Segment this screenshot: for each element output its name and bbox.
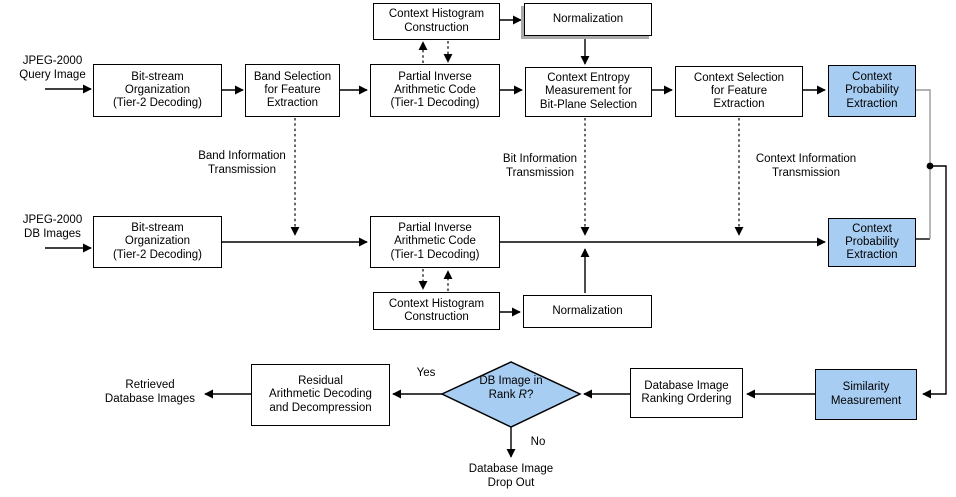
- node-partial-inverse-db: Partial Inverse Arithmetic Code (Tier-1 …: [370, 216, 500, 268]
- retrieved-images-label: Retrieved Database Images: [104, 379, 196, 405]
- node-context-probability-db: Context Probability Extraction: [828, 218, 916, 267]
- junction-dot: [926, 162, 934, 170]
- decision-diamond: [440, 361, 582, 428]
- node-similarity-measurement: Similarity Measurement: [815, 369, 917, 420]
- node-normalization-bottom: Normalization: [523, 295, 652, 328]
- query-image-label: JPEG-2000 Query Image: [19, 55, 86, 81]
- drop-out-label: Database Image Drop Out: [468, 463, 554, 489]
- band-information-label: Band Information Transmission: [198, 150, 286, 176]
- node-residual-decoding: Residual Arithmetic Decoding and Decompr…: [251, 364, 390, 426]
- bit-information-label: Bit Information Transmission: [502, 153, 578, 179]
- no-label: No: [530, 436, 546, 448]
- decision-line2: Rank R?: [488, 389, 534, 402]
- node-normalization-top: Normalization: [524, 3, 652, 36]
- node-bitstream-organization-query: Bit-stream Organization (Tier-2 Decoding…: [93, 64, 222, 117]
- rank-variable: R: [518, 389, 527, 402]
- solid-edges: [45, 15, 947, 458]
- db-images-label: JPEG-2000 DB Images: [22, 214, 83, 240]
- node-bitstream-organization-db: Bit-stream Organization (Tier-2 Decoding…: [93, 216, 222, 268]
- yes-label: Yes: [416, 367, 436, 379]
- node-context-probability-query: Context Probability Extraction: [828, 65, 916, 117]
- node-context-selection: Context Selection for Feature Extraction: [675, 66, 803, 117]
- context-information-label: Context Information Transmission: [755, 153, 857, 179]
- node-partial-inverse-query: Partial Inverse Arithmetic Code (Tier-1 …: [370, 64, 500, 117]
- node-context-histogram-bottom: Context Histogram Construction: [373, 292, 500, 330]
- node-context-histogram-top: Context Histogram Construction: [373, 3, 500, 40]
- decision-line1: DB Image in: [479, 375, 543, 387]
- node-ranking-ordering: Database Image Ranking Ordering: [630, 368, 743, 418]
- node-context-entropy: Context Entropy Measurement for Bit-Plan…: [525, 67, 652, 117]
- dashed-edges: [290, 41, 744, 291]
- gray-edges: [916, 89, 931, 239]
- edge-merge-similarity: [922, 165, 947, 399]
- edge-cpeq-down: [916, 89, 931, 239]
- decision-db-image-in-rank: DB Image in Rank R?: [447, 374, 575, 403]
- node-band-selection: Band Selection for Feature Extraction: [245, 64, 340, 117]
